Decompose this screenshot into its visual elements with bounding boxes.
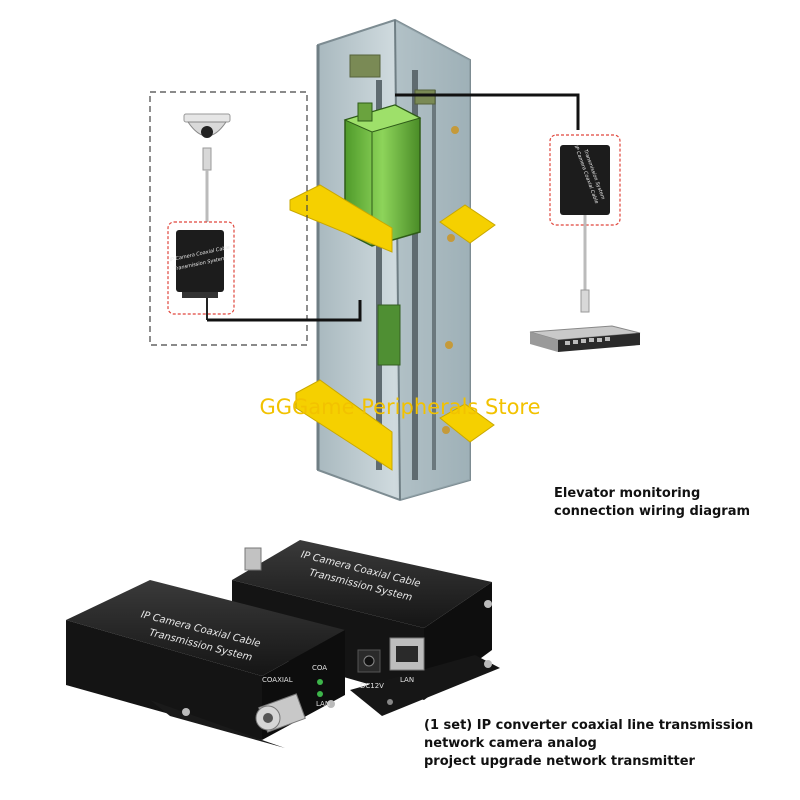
converter-device-icon: IP Camera Coaxial Cable Transmission Sys… <box>560 145 610 215</box>
lan-led-label: LAN <box>316 700 330 708</box>
coax-cable-top <box>395 93 580 130</box>
coax-cable-left <box>207 300 362 322</box>
guide-rail <box>376 80 382 470</box>
dashed-frame <box>149 91 308 346</box>
converter-device-rear: IP Camera Coaxial Cable Transmission Sys… <box>232 540 500 716</box>
counterweight <box>377 304 401 366</box>
dc12v-port-label: DC12V <box>360 682 384 690</box>
lan-port-label: LAN <box>400 676 414 684</box>
network-switch-icon <box>529 325 641 352</box>
converter-device-icon: IP Camera Coaxial Cable Transmission Sys… <box>169 230 230 298</box>
guide-rail <box>412 70 418 480</box>
product-title-line-3: project upgrade network transmitter <box>424 754 696 769</box>
diagram-caption-line-2: connection wiring diagram <box>554 504 750 519</box>
coa-led-label: COA <box>312 664 327 672</box>
diagram-caption-line-1: Elevator monitoring <box>554 486 700 501</box>
coaxial-port-label: COAXIAL <box>262 676 293 684</box>
device-highlight-frame <box>549 134 621 226</box>
dome-camera-icon <box>183 113 231 138</box>
device-highlight-frame <box>167 221 235 315</box>
lan-led <box>317 691 323 697</box>
product-title-line-2: network camera analog <box>424 736 597 751</box>
product-title-line-1: (1 set) IP converter coaxial line transm… <box>424 718 753 733</box>
floor-beam-upper <box>289 184 496 253</box>
bnc-connector <box>255 693 306 733</box>
coa-led <box>317 679 323 685</box>
floor-beam-lower <box>295 379 495 471</box>
network-side-group: IP Camera Coaxial Cable Transmission Sys… <box>529 134 641 352</box>
camera-side-group: IP Camera Coaxial Cable Transmission Sys… <box>149 91 308 346</box>
converter-device-front: IP Camera Coaxial Cable Transmission Sys… <box>66 580 345 748</box>
traction-machine <box>349 54 381 78</box>
store-watermark: GGGame Peripherals Store <box>259 395 540 419</box>
